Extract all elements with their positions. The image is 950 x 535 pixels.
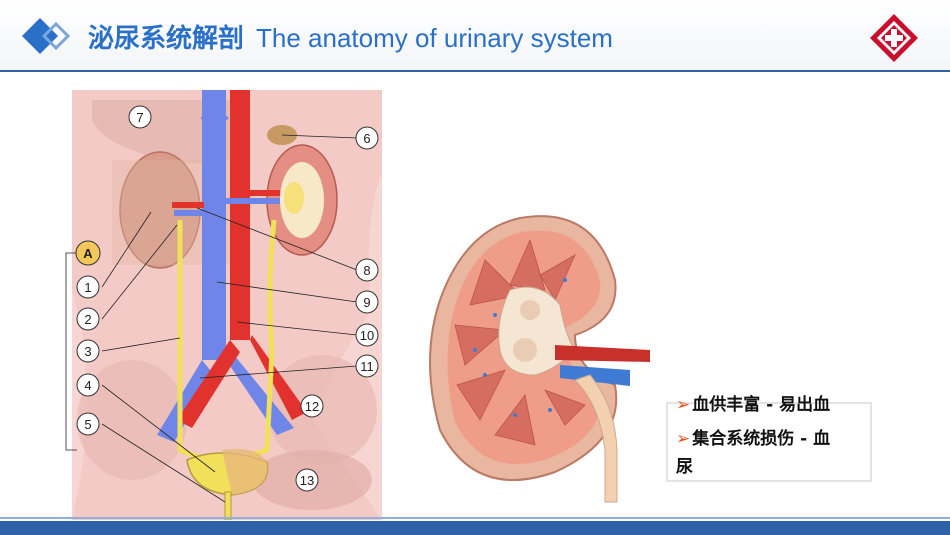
callout-7: 7 [136,110,143,125]
kidney-cross-section-illustration [429,215,650,503]
urinary-system-illustration: A 1 2 3 4 5 6 7 8 9 10 11 12 13 [65,90,382,520]
callout-1: 1 [84,280,91,295]
info-item-1-text: 血供丰富 - 易出血 [692,395,831,415]
callout-2: 2 [84,312,91,327]
title-chinese: 泌尿系统解剖 [88,23,245,53]
info-item-2: ➢集合系统损伤 - 血 [676,426,830,452]
info-item-2-text: 集合系统损伤 - 血 [692,429,831,449]
red-cross-logo-icon [870,14,918,62]
footer-divider [0,517,950,519]
page-title: 泌尿系统解剖 The anatomy of urinary system [88,18,613,55]
header-bar: 泌尿系统解剖 The anatomy of urinary system [0,0,950,72]
callout-5: 5 [84,417,91,432]
info-item-1: ➢血供丰富 - 易出血 [676,392,830,418]
callout-label-a: A [83,246,93,261]
callout-4: 4 [84,378,91,393]
callout-12: 12 [305,399,319,414]
blue-diamond-icon [22,18,71,54]
callout-3: 3 [84,344,91,359]
info-box: ➢血供丰富 - 易出血 ➢集合系统损伤 - 血 尿 [666,395,872,482]
callout-a: A [75,240,101,266]
bullet-arrow-icon: ➢ [676,395,691,415]
bullet-arrow-icon: ➢ [676,429,691,449]
footer-bar [0,517,950,535]
callout-11: 11 [360,359,374,374]
callout-10: 10 [360,328,374,343]
callout-8: 8 [363,263,370,278]
callout-6: 6 [363,131,370,146]
callout-9: 9 [363,295,370,310]
title-english: The anatomy of urinary system [256,23,613,53]
info-item-2-continuation: 尿 [676,457,693,477]
callout-13: 13 [300,473,314,488]
